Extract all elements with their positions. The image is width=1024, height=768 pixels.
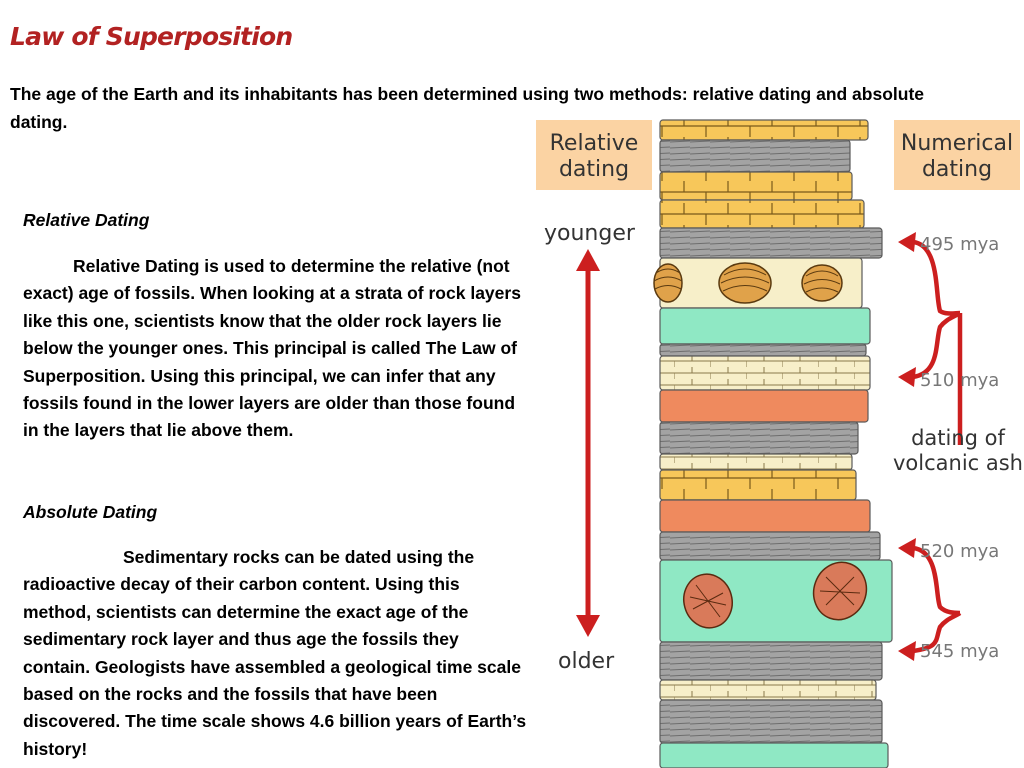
age-label-545: 545 mya (920, 641, 999, 662)
younger-label: younger (544, 221, 636, 246)
rock-layer-shale (659, 227, 883, 259)
rock-layer-brick (659, 469, 857, 501)
trilobite-fossil (812, 561, 868, 621)
volcanic-ash-label-line2: volcanic ash (893, 451, 1023, 475)
age-label-510: 510 mya (920, 370, 999, 391)
rock-layer-lime (659, 679, 877, 701)
numerical-dating-label-line1: Numerical (901, 131, 1013, 156)
shell-fossil (653, 263, 683, 303)
rock-layer-brick (659, 199, 865, 229)
rock-strata-column (659, 119, 893, 768)
rock-layer-lime (659, 355, 871, 391)
rock-layer-green (659, 307, 871, 345)
age-direction-arrow (576, 249, 600, 637)
relative-dating-label-line1: Relative (550, 131, 639, 156)
rock-layer-shale (659, 343, 867, 357)
numerical-dating-box (894, 120, 1020, 190)
older-label: older (558, 649, 615, 674)
rock-layer-shale (659, 421, 859, 455)
intro-paragraph: The age of the Earth and its inhabitants… (10, 84, 925, 132)
rock-layer-shale (659, 641, 883, 681)
absolute-dating-paragraph: Sedimentary rocks can be dated using the… (23, 547, 527, 759)
rock-layer-lime (659, 453, 853, 471)
age-arrowheads (898, 232, 916, 661)
relative-dating-heading: Relative Dating (23, 210, 150, 230)
absolute-dating-heading: Absolute Dating (23, 502, 158, 522)
rock-layer-shale (659, 531, 881, 561)
slide-title: Law of Superposition (10, 22, 293, 51)
volcanic-ash-dating-bracket (912, 239, 963, 654)
trilobite-fossil (683, 573, 733, 629)
rock-layer-red (659, 499, 871, 533)
rock-layer-shale (659, 699, 883, 744)
age-label-495: 495 mya (920, 234, 999, 255)
shell-fossil (801, 264, 843, 302)
rock-layer-brick (659, 119, 869, 141)
relative-dating-box (536, 120, 652, 190)
age-label-520: 520 mya (920, 541, 999, 562)
volcanic-ash-label-line1: dating of (911, 426, 1005, 450)
rock-layer-brick (659, 171, 853, 201)
relative-dating-label-line2: dating (559, 157, 629, 182)
numerical-dating-label-line2: dating (922, 157, 992, 182)
relative-dating-paragraph: Relative Dating is used to determine the… (23, 256, 521, 441)
rock-layer-shale (659, 139, 851, 173)
rock-strata-figure: Relative dating Numerical dating younger… (536, 119, 1023, 768)
rock-layer-green (659, 742, 889, 768)
shell-fossil (718, 262, 772, 304)
rock-layer-red (659, 389, 869, 423)
